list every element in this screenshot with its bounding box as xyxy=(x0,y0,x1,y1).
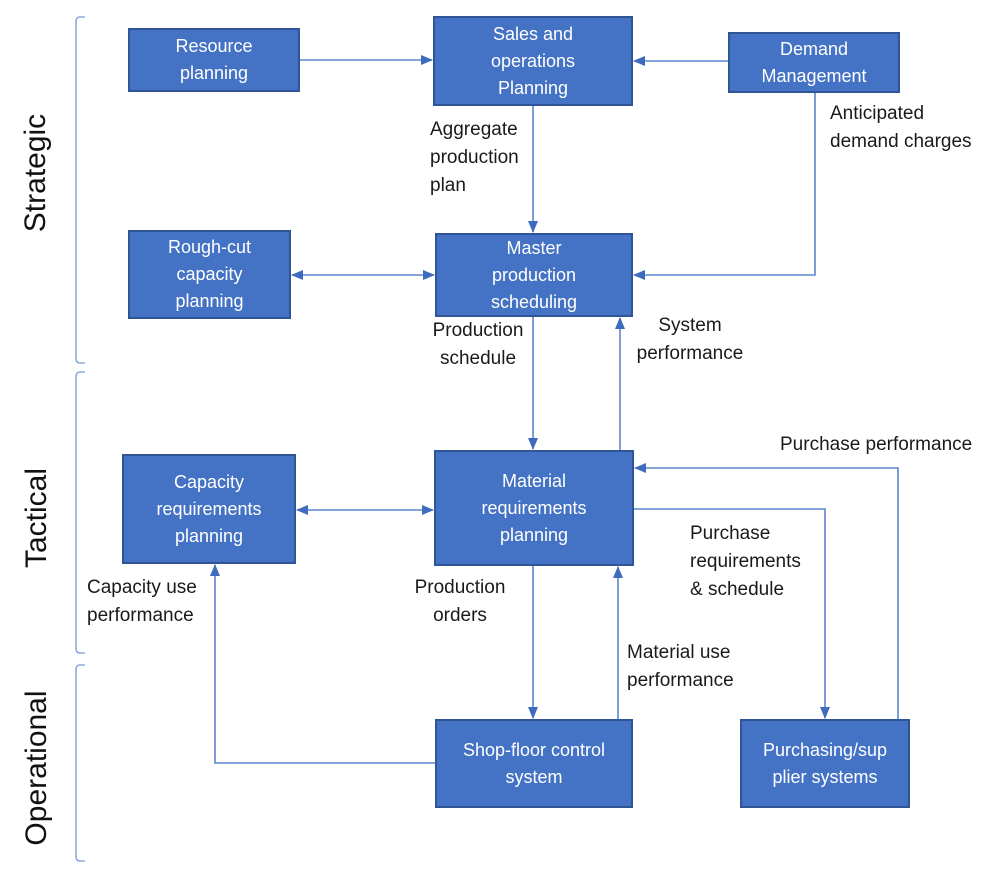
edge-demand-to-master xyxy=(633,93,816,280)
box-master-production-scheduling: Master production scheduling xyxy=(435,233,633,317)
section-label-operational: Operational xyxy=(20,690,53,846)
label-material-use-performance: Material use performance xyxy=(627,642,734,691)
section-label-strategic: Strategic xyxy=(19,113,52,233)
box-rough-cut-capacity-planning: Rough-cut capacity planning xyxy=(128,230,291,319)
tactical-bracket xyxy=(75,371,85,654)
operational-bracket xyxy=(75,664,85,862)
edge-shopfloor-to-capacity-use-performance xyxy=(210,564,435,764)
label-purchase-performance: Purchase performance xyxy=(780,434,973,455)
label-production-orders: Production orders xyxy=(414,577,506,626)
strategic-bracket xyxy=(75,16,85,364)
edge-purchasing-to-material-purchase-performance xyxy=(634,463,899,719)
box-shop-floor-control-system: Shop-floor control system xyxy=(435,719,633,808)
edge-material-to-purchasing-requirements xyxy=(634,508,830,719)
label-capacity-use-performance: Capacity use performance xyxy=(87,577,197,626)
box-material-requirements-planning: Material requirements planning xyxy=(434,450,634,566)
label-system-performance: System performance xyxy=(636,315,744,364)
box-sales-and-operations-planning: Sales and operations Planning xyxy=(433,16,633,106)
label-anticipated-demand-charges: Anticipated demand charges xyxy=(830,103,972,152)
label-aggregate-production-plan: Aggregate production plan xyxy=(430,119,519,196)
box-resource-planning: Resource planning xyxy=(128,28,300,92)
box-capacity-requirements-planning: Capacity requirements planning xyxy=(122,454,296,564)
box-demand-management: Demand Management xyxy=(728,32,900,93)
label-production-schedule: Production schedule xyxy=(432,320,524,369)
box-purchasing-supplier-systems: Purchasing/sup plier systems xyxy=(740,719,910,808)
label-purchase-requirements-schedule: Purchase requirements & schedule xyxy=(690,523,801,600)
